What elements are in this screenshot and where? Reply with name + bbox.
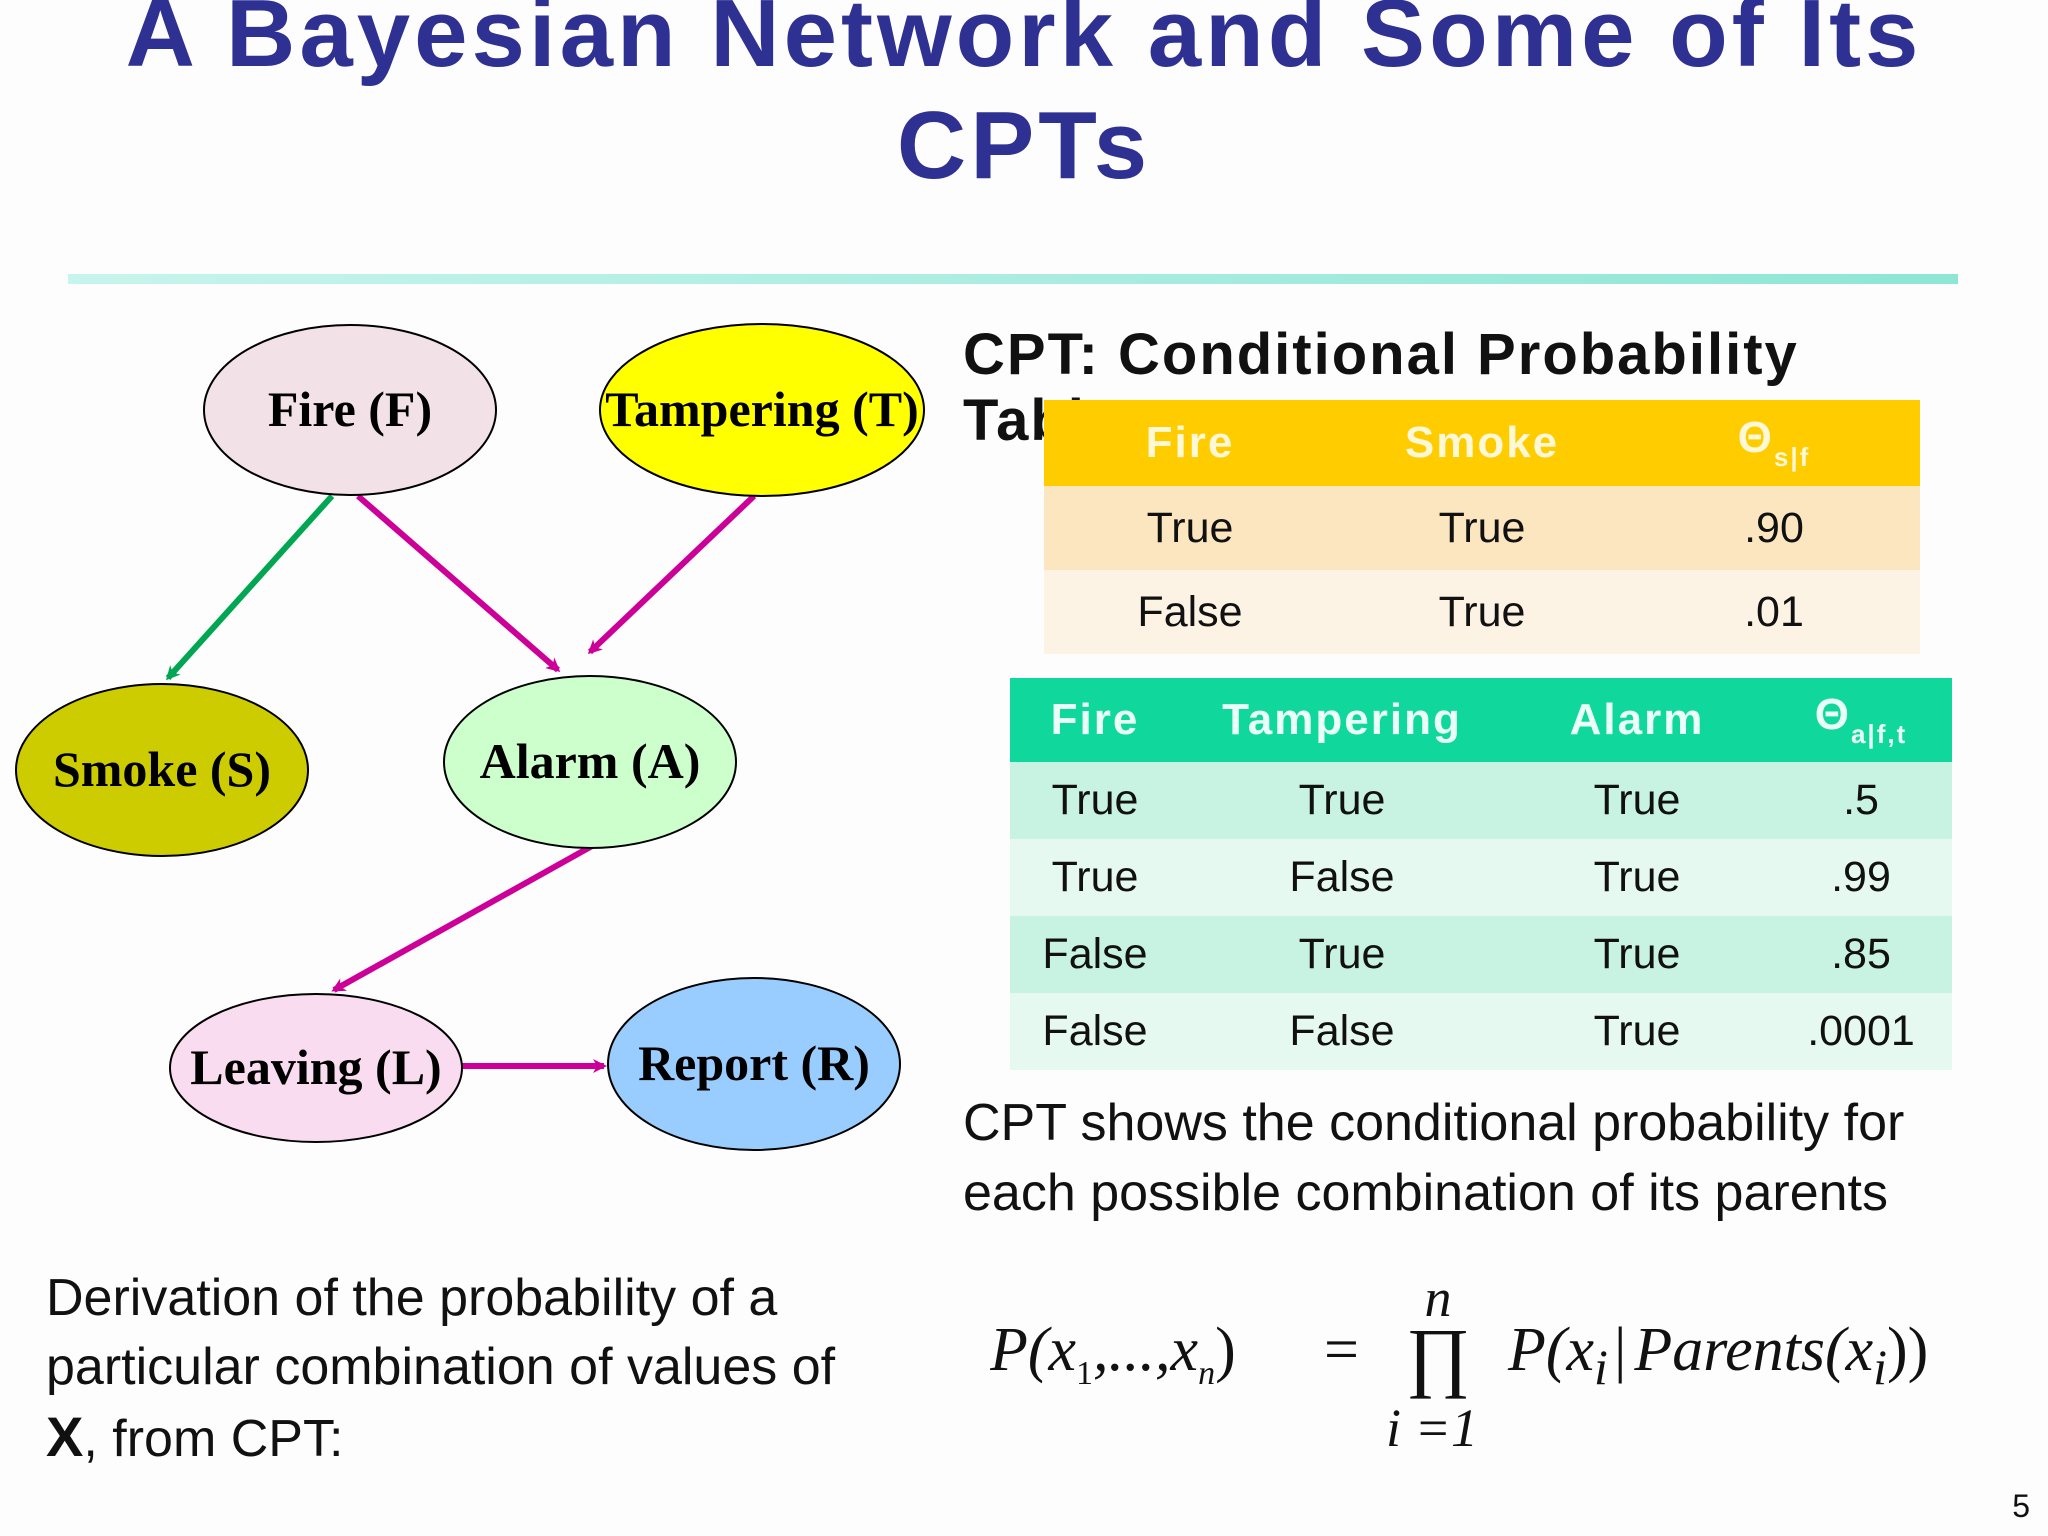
page-number: 5 [2012, 1488, 2030, 1524]
slide-title: A Bayesian Network and Some of Its CPTs [0, 0, 2048, 202]
formula-lower-limit: i =1 [1386, 1398, 1478, 1458]
node-leaving: Leaving (L) [169, 993, 463, 1143]
alarm-header-theta: Θa|f,t [1770, 678, 1952, 762]
table-cell: .01 [1628, 570, 1920, 654]
title-line-2: CPTs [896, 92, 1152, 199]
joint-probability-formula: P(x1,...,xn) = n ∏ i =1 P(xi|Parents(xi)… [990, 1270, 1928, 1458]
title-divider [68, 274, 1958, 284]
alarm-header-alarm: Alarm [1504, 678, 1770, 762]
table-cell: True [1336, 486, 1628, 570]
derivation-text-body: Derivation of the probability of a parti… [46, 1269, 836, 1396]
table-cell: True [1504, 916, 1770, 993]
table-cell: True [1336, 570, 1628, 654]
node-leaving-label: Leaving (L) [190, 1039, 441, 1095]
table-cell: True [1180, 916, 1504, 993]
table-cell: True [1010, 839, 1180, 916]
node-alarm-label: Alarm (A) [480, 733, 701, 789]
derivation-text: Derivation of the probability of a parti… [46, 1264, 946, 1474]
table-row: False True True .85 [1010, 916, 1952, 993]
derivation-variable-x: X [46, 1405, 84, 1468]
formula-lhs: P(x1,...,xn) [990, 1316, 1236, 1392]
edge-alarm-leaving [331, 843, 594, 993]
smoke-theta-subscript: s|f [1773, 442, 1811, 472]
table-cell: .0001 [1770, 993, 1952, 1070]
table-row: True True .90 [1044, 486, 1920, 570]
smoke-cpt-table: Fire Smoke Θs|f True True .90 False True… [1044, 400, 1920, 654]
node-fire: Fire (F) [203, 324, 497, 496]
alarm-header-tampering: Tampering [1180, 678, 1504, 762]
cpt-explanation-text: CPT shows the conditional probability fo… [963, 1094, 1905, 1222]
smoke-theta-symbol: Θ [1737, 413, 1774, 462]
node-tampering: Tampering (T) [599, 323, 925, 497]
table-cell: False [1180, 993, 1504, 1070]
smoke-table-header-row: Fire Smoke Θs|f [1044, 400, 1920, 486]
table-cell: True [1504, 993, 1770, 1070]
table-cell: False [1010, 993, 1180, 1070]
node-report-label: Report (R) [638, 1035, 870, 1091]
table-row: True False True .99 [1010, 839, 1952, 916]
smoke-header-smoke: Smoke [1336, 400, 1628, 486]
table-row: False True .01 [1044, 570, 1920, 654]
table-cell: .5 [1770, 762, 1952, 839]
edge-fire-smoke [165, 493, 335, 681]
table-row: True True True .5 [1010, 762, 1952, 839]
node-smoke-label: Smoke (S) [53, 741, 271, 797]
edge-fire-alarm [356, 493, 561, 673]
formula-equals: = [1324, 1316, 1359, 1384]
table-cell: False [1010, 916, 1180, 993]
alarm-header-fire: Fire [1010, 678, 1180, 762]
alarm-cpt-table: Fire Tampering Alarm Θa|f,t True True Tr… [1010, 678, 1952, 1070]
node-smoke: Smoke (S) [15, 683, 309, 857]
bayesian-network-diagram: Fire (F) Tampering (T) Smoke (S) Alarm (… [15, 323, 925, 1151]
node-alarm: Alarm (A) [443, 675, 737, 849]
table-cell: False [1180, 839, 1504, 916]
alarm-theta-symbol: Θ [1814, 690, 1851, 739]
title-line-1: A Bayesian Network and Some of Its [125, 0, 1923, 87]
table-row: False False True .0001 [1010, 993, 1952, 1070]
table-cell: .90 [1628, 486, 1920, 570]
alarm-table-header-row: Fire Tampering Alarm Θa|f,t [1010, 678, 1952, 762]
node-report: Report (R) [607, 977, 901, 1151]
table-cell: True [1010, 762, 1180, 839]
smoke-header-fire: Fire [1044, 400, 1336, 486]
formula-upper-limit: n [1425, 1270, 1452, 1328]
cpt-heading-line-1: CPT: Conditional Probability [963, 322, 1799, 387]
table-cell: True [1044, 486, 1336, 570]
table-cell: True [1504, 762, 1770, 839]
table-cell: .99 [1770, 839, 1952, 916]
smoke-header-theta: Θs|f [1628, 400, 1920, 486]
formula-rhs: P(xi|Parents(xi)) [1507, 1316, 1928, 1395]
table-cell: False [1044, 570, 1336, 654]
formula-product-symbol: ∏ [1406, 1312, 1470, 1399]
table-cell: True [1180, 762, 1504, 839]
table-cell: True [1504, 839, 1770, 916]
derivation-text-tail: , from CPT: [83, 1410, 344, 1468]
edge-tampering-alarm [587, 493, 757, 655]
table-cell: .85 [1770, 916, 1952, 993]
node-tampering-label: Tampering (T) [605, 381, 918, 437]
alarm-theta-subscript: a|f,t [1850, 719, 1908, 749]
node-fire-label: Fire (F) [268, 381, 432, 437]
